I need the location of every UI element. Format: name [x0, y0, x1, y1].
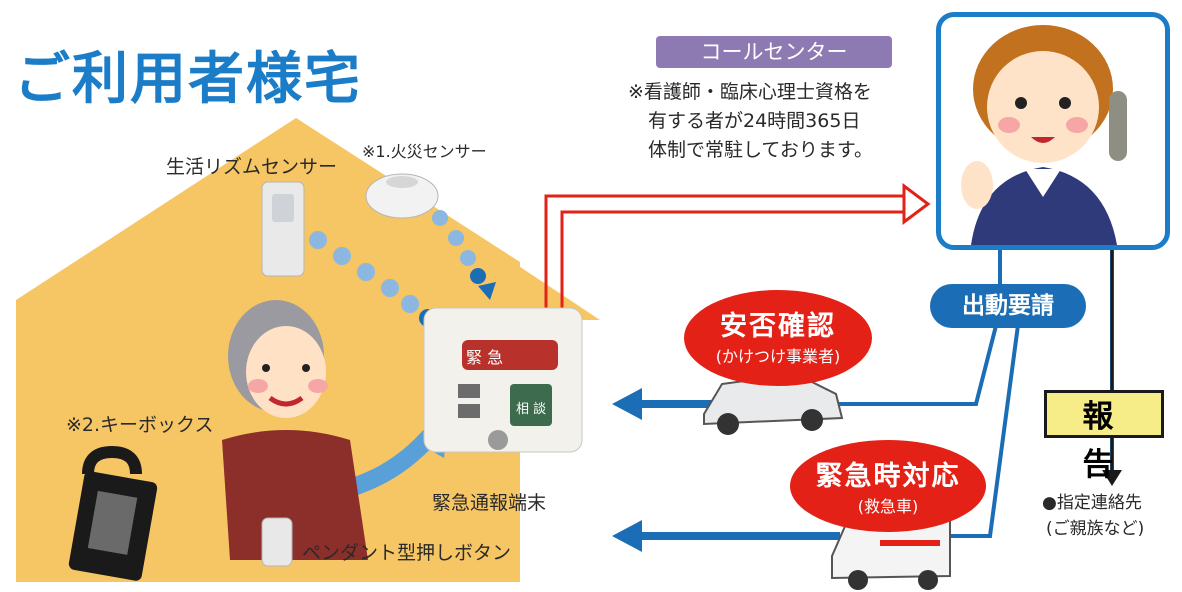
rhythm-sensor-label: 生活リズムセンサー: [166, 156, 338, 178]
emergency-response-sub: (救急車): [857, 497, 919, 516]
call-arrow: [544, 183, 931, 312]
report-arrowhead: [1102, 470, 1122, 486]
terminal-consult-button: 相 談: [516, 402, 547, 417]
report-target-note: (ご親族など): [1046, 519, 1145, 539]
pendant-label: ペンダント型押しボタン: [302, 542, 512, 564]
fire-sensor-device: [365, 173, 439, 219]
operator-frame: [936, 12, 1170, 250]
response-arrows: [612, 388, 840, 552]
emergency-response-title: 緊急時対応: [815, 461, 961, 492]
wagon-car: [703, 372, 844, 435]
fire-sensor-label: ※1.火災センサー: [362, 142, 487, 161]
safety-check-sub: (かけつけ事業者): [715, 347, 841, 366]
operator-illustration: [961, 25, 1127, 245]
safety-check-badge: 安否確認 (かけつけ事業者): [684, 290, 872, 386]
page-title: ご利用者様宅: [14, 47, 362, 112]
note-line: ※看護師・臨床心理士資格を: [628, 81, 872, 103]
fire-arrowhead: [478, 282, 496, 300]
key-box-illustration: [68, 445, 158, 581]
report-box: 報告: [1044, 390, 1164, 483]
report-target-primary: ●指定連絡先: [1042, 493, 1142, 513]
safety-check-title: 安否確認: [720, 311, 836, 342]
terminal-emergency-button: 緊 急: [466, 348, 504, 367]
call-center-label: コールセンター: [656, 36, 892, 68]
elderly-user-illustration: [222, 300, 368, 567]
house-roof-right: [296, 118, 600, 320]
ambulance: [831, 519, 951, 590]
note-line: 有する者が24時間365日: [648, 110, 861, 132]
key-box-label: ※2.キーボックス: [66, 414, 214, 436]
note-line: 体制で常駐しております。: [648, 139, 873, 161]
terminal-label: 緊急通報端末: [432, 492, 547, 514]
call-center-note: ※看護師・臨床心理士資格を 有する者が24時間365日 体制で常駐しております。: [628, 78, 928, 165]
terminal-device: [423, 307, 583, 453]
emergency-response-badge: 緊急時対応 (救急車): [790, 440, 986, 532]
dispatch-request-pill: 出動要請: [930, 284, 1086, 328]
